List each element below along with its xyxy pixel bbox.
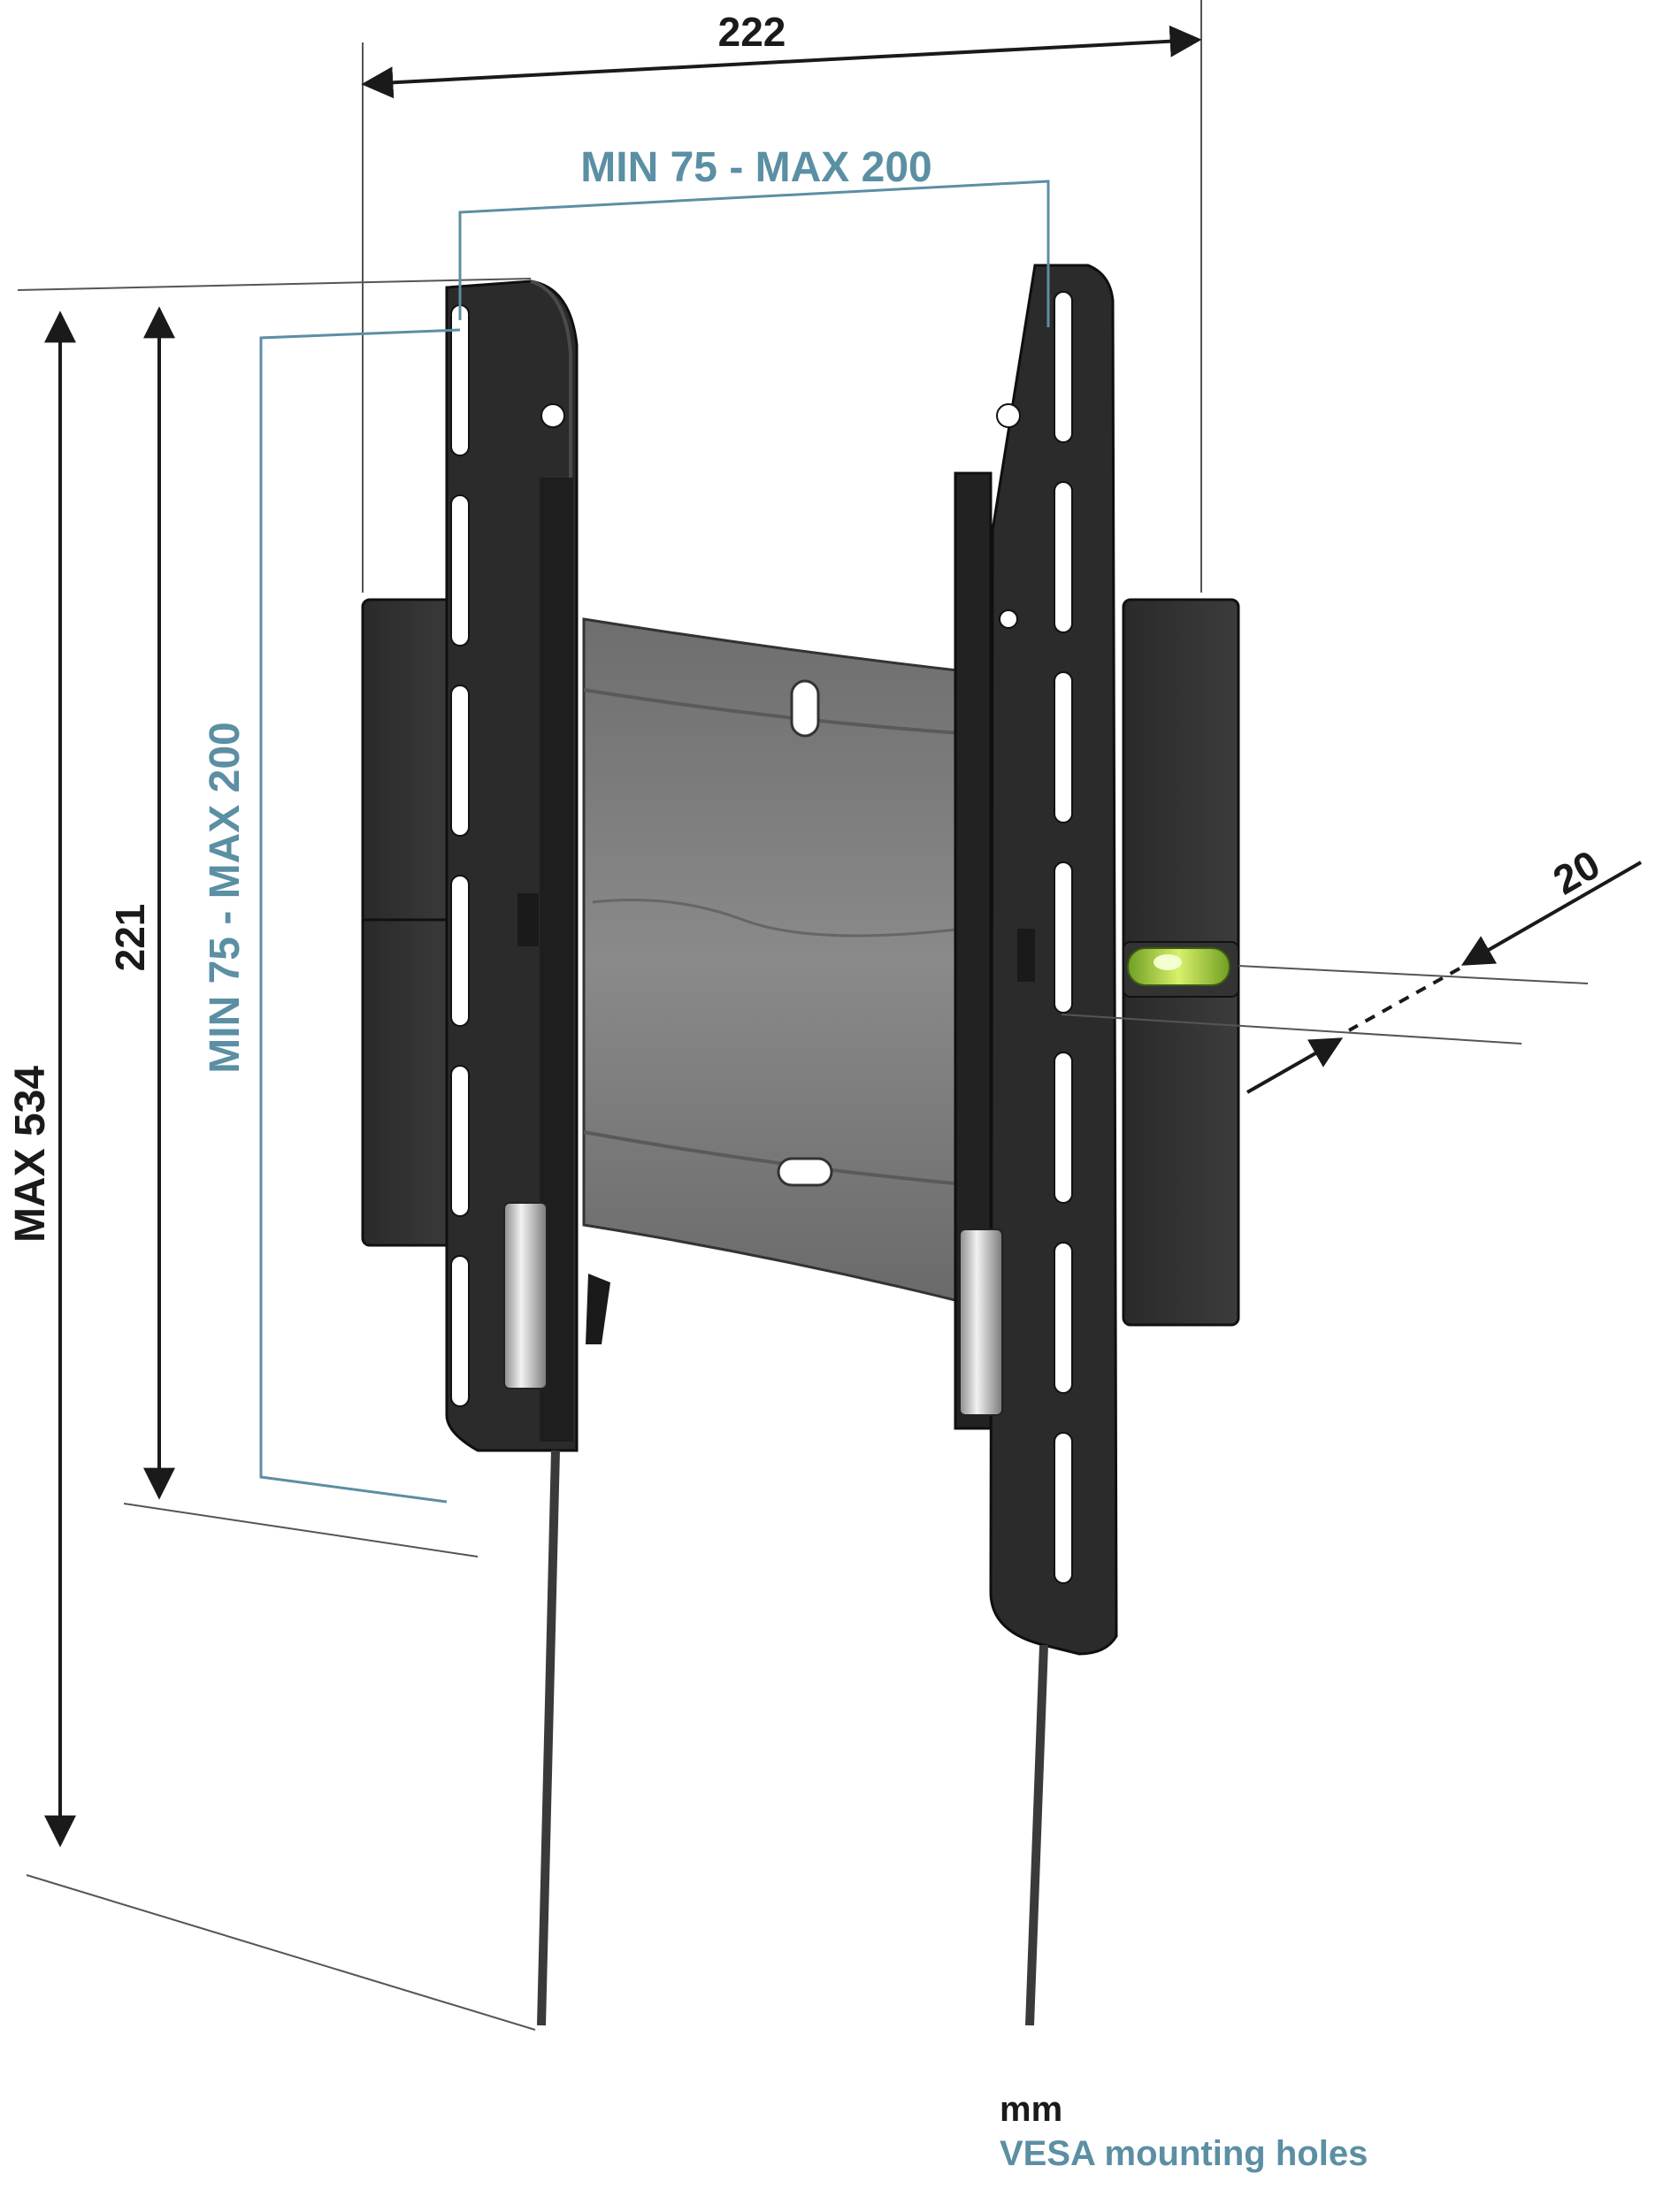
width-dimension-label: 222: [718, 9, 786, 55]
vesa-horizontal-label: MIN 75 - MAX 200: [580, 144, 931, 191]
legend: mm VESA mounting holes: [1000, 2087, 1368, 2176]
unit-label: mm: [1000, 2090, 1063, 2129]
wall-plate: [582, 617, 975, 1306]
spirit-level: [1123, 941, 1239, 998]
right-locking-cylinder: [959, 1228, 1003, 1416]
left-vertical-bracket: [445, 279, 610, 1452]
height-dimension-label: 221: [107, 904, 153, 972]
vesa-note: VESA mounting holes: [1000, 2134, 1368, 2173]
dimension-lines: [17, 0, 1589, 2031]
depth-dimension-label: 20: [1545, 841, 1607, 904]
right-vertical-bracket: [954, 264, 1118, 1656]
vesa-vertical-bracket-line: [259, 328, 461, 1504]
wall-mount: [361, 264, 1240, 2026]
left-release-strap: [537, 1450, 560, 2026]
max-height-dimension-label: MAX 534: [7, 1066, 54, 1243]
right-release-strap: [1025, 1644, 1048, 2026]
vesa-horizontal-bracket-line: [458, 180, 1050, 327]
vesa-vertical-label: MIN 75 - MAX 200: [202, 722, 249, 1073]
left-locking-cylinder: [503, 1202, 548, 1389]
depth-arrow-lower: [1246, 1037, 1344, 1094]
plate-slot-top: [790, 679, 820, 738]
depth-arrow-dashed: [1348, 967, 1460, 1032]
plate-slot-bottom: [777, 1157, 833, 1187]
width-dimension-arrow: [361, 25, 1202, 99]
depth-arrow-upper: [1460, 861, 1642, 966]
